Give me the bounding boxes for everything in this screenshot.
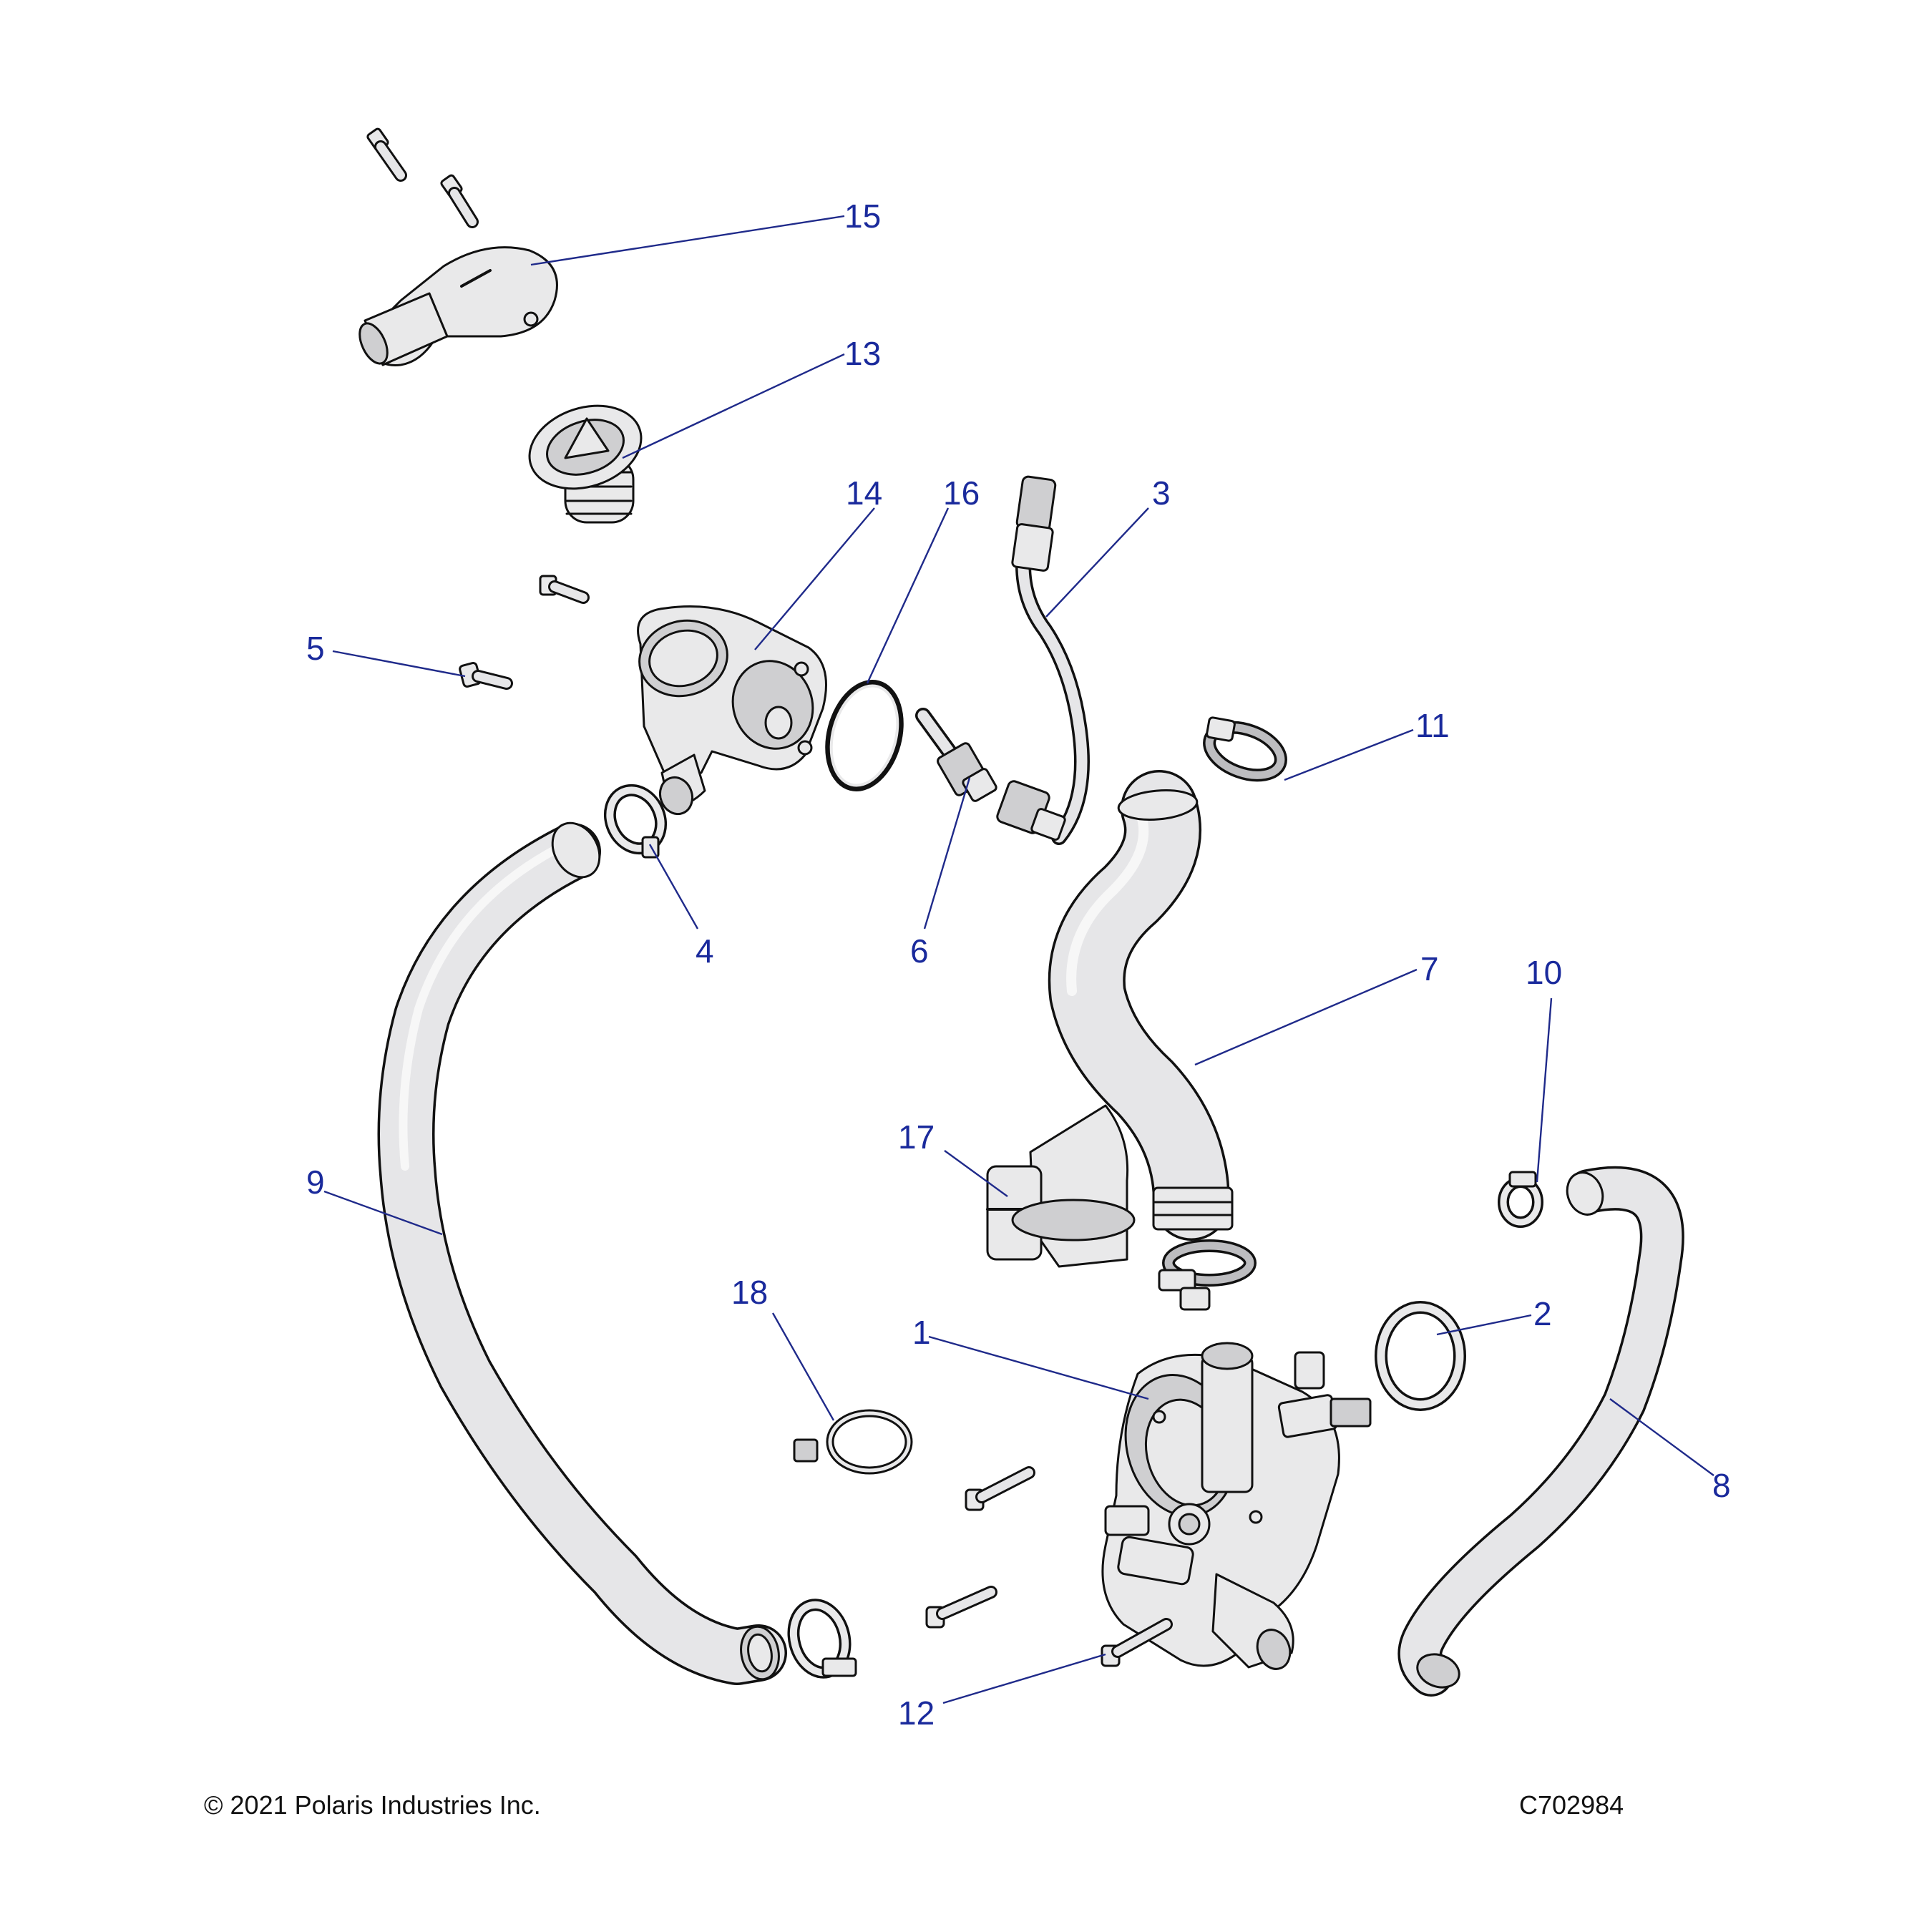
leader-15: [530, 215, 845, 266]
right-hose-part-8: [1397, 1166, 1684, 1697]
leader-12: [942, 1653, 1106, 1704]
leader-18: [771, 1312, 835, 1421]
hose-clamp-part-10: [1498, 1171, 1543, 1228]
hose-clamp-middle: [1158, 1239, 1257, 1311]
callout-15: 15: [844, 197, 881, 235]
hose-clamp-part-11: [1203, 716, 1287, 782]
leader-17: [944, 1150, 1008, 1197]
callout-17: 17: [898, 1118, 935, 1156]
wire-harness-part-3: [996, 475, 1090, 845]
adapter-part-17: [986, 1104, 1136, 1268]
bolts-part-12: [925, 1466, 1173, 1667]
callout-labels: 15 13 14 16 3 5 11 4 6 7 10 17 9 18 2 1 …: [306, 197, 1731, 1732]
leader-11: [1284, 728, 1414, 781]
leader-16: [866, 507, 950, 684]
callout-6: 6: [910, 932, 929, 970]
leader-9: [323, 1190, 443, 1236]
bolt: [1101, 1618, 1173, 1667]
leader-4: [648, 844, 699, 930]
callout-1: 1: [912, 1314, 931, 1351]
callout-7: 7: [1420, 950, 1439, 987]
callout-12: 12: [898, 1694, 935, 1732]
leader-10: [1536, 997, 1553, 1183]
leader-lines: [323, 215, 1714, 1704]
bolt: [440, 174, 479, 228]
leader-1: [928, 1335, 1149, 1400]
callout-3: 3: [1152, 474, 1171, 512]
leader-8: [1609, 1398, 1714, 1476]
callout-16: 16: [943, 474, 980, 512]
hose-clamp-lower: [787, 1599, 857, 1679]
upper-hose-part-7: [1048, 770, 1234, 1241]
thermostat-part-13: [528, 404, 643, 524]
bolt: [539, 575, 590, 604]
callout-13: 13: [844, 335, 881, 372]
callout-8: 8: [1712, 1467, 1731, 1504]
bolt-part-5: [459, 662, 513, 690]
o-ring-inner: [829, 684, 899, 787]
drawing-number: C702984: [1519, 1790, 1624, 1820]
callout-10: 10: [1526, 954, 1562, 991]
bolt: [925, 1586, 997, 1629]
bolt: [965, 1466, 1035, 1511]
callout-18: 18: [731, 1274, 768, 1311]
gasket-part-2: [1375, 1301, 1466, 1411]
leader-14: [754, 507, 875, 650]
thermostat-cover-part-15: [358, 127, 558, 366]
lower-hose-part-9: [377, 821, 787, 1685]
temp-sensor-part-6: [915, 708, 997, 802]
strap-part-18: [793, 1409, 913, 1475]
callout-14: 14: [846, 474, 882, 512]
callout-5: 5: [306, 630, 325, 667]
leader-5: [332, 650, 466, 678]
leader-2: [1436, 1314, 1532, 1336]
leader-6: [923, 777, 971, 930]
copyright-notice: © 2021 Polaris Industries Inc.: [204, 1790, 541, 1820]
callout-11: 11: [1415, 707, 1450, 744]
bolt: [366, 127, 407, 182]
leader-3: [1045, 507, 1149, 618]
leader-7: [1194, 968, 1418, 1066]
leader-13: [622, 353, 845, 459]
callout-2: 2: [1533, 1295, 1552, 1332]
callout-4: 4: [696, 932, 714, 970]
o-ring-part-16: [825, 679, 904, 792]
callout-9: 9: [306, 1163, 325, 1201]
water-pump-part-1: [1101, 1342, 1372, 1670]
thermostat-housing-part-14: [539, 575, 827, 816]
